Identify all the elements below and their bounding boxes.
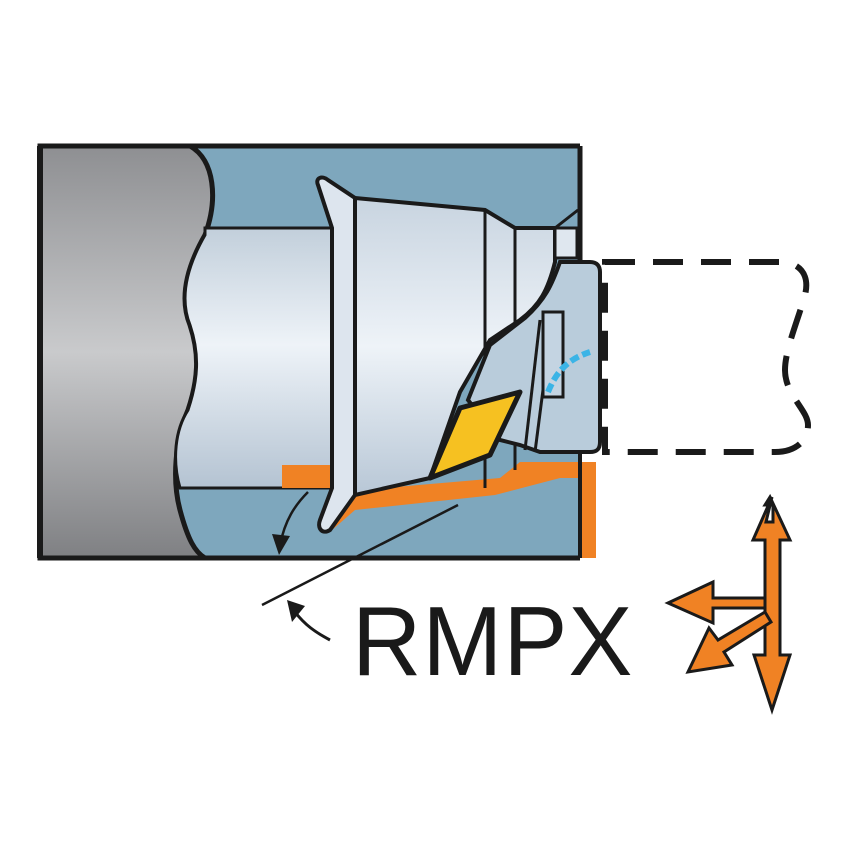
unmachined-stock-outline — [602, 259, 812, 455]
tool-flange — [315, 175, 357, 534]
arrow-diagonal-icon — [685, 609, 774, 674]
tool-holder-shank — [174, 226, 334, 490]
head-nose — [553, 226, 579, 260]
coolant-channel — [545, 349, 591, 394]
feed-direction-arrows — [664, 493, 793, 715]
angle-annotation — [261, 491, 459, 642]
cutting-insert — [427, 389, 523, 481]
arrow-left-icon — [664, 579, 767, 626]
tool-code-label: RMPX — [352, 586, 634, 696]
arrow-up-down-icon — [750, 493, 793, 715]
head-chamfer-line — [554, 208, 579, 230]
clamp-slot — [541, 310, 565, 399]
seat-edge-line — [523, 319, 542, 451]
